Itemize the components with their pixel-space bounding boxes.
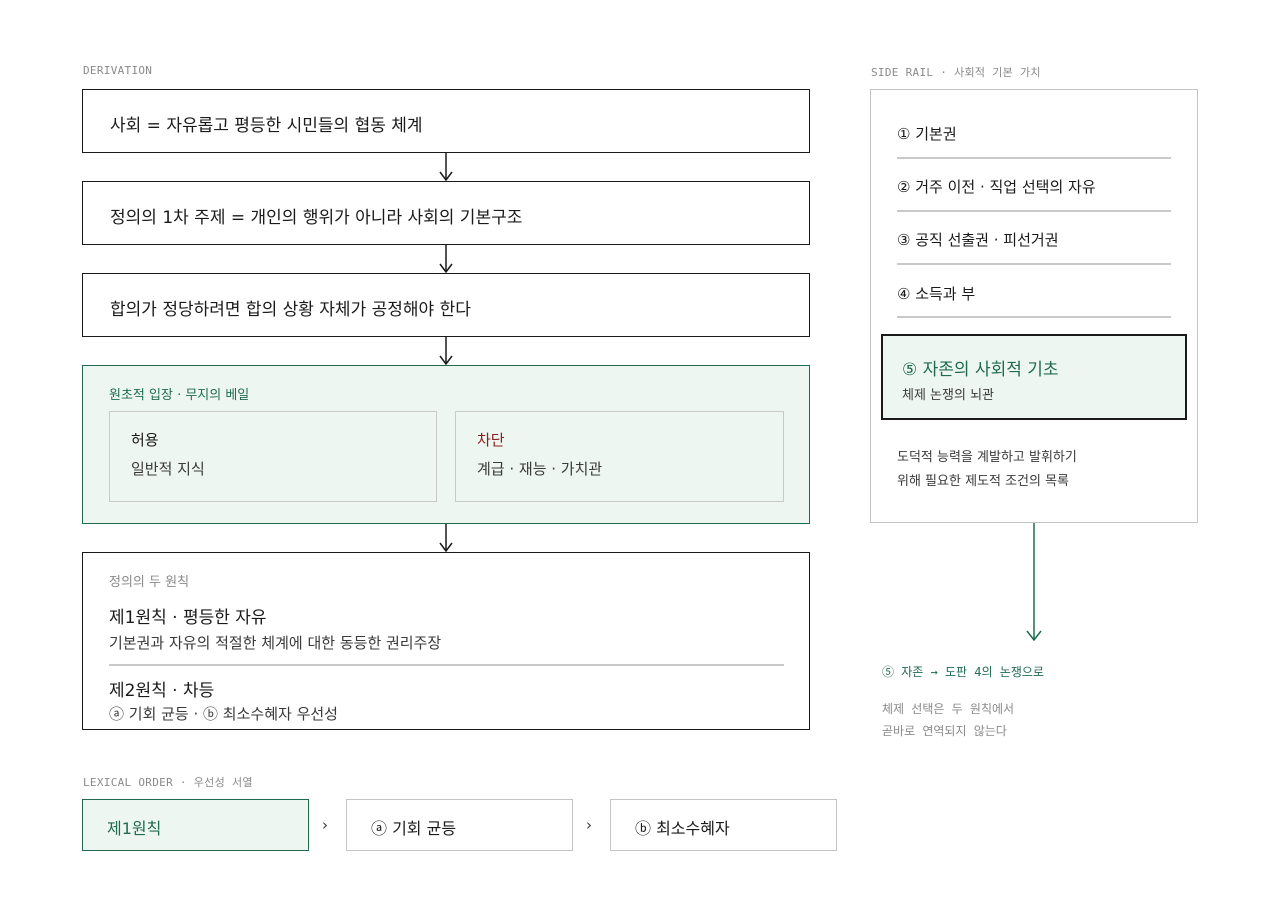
side-rail-note-line-1: 도덕적 능력을 계발하고 발휘하기 [897,450,1077,465]
lexical-item-least-advantaged: ⓑ 최소수혜자 [610,799,837,851]
lexical-item-equal-opportunity-label: ⓐ 기회 균등 [371,819,457,838]
derivation-step-1: 사회 = 자유롭고 평등한 시민들의 협동 체계 [82,89,810,153]
allowed-detail: 일반적 지식 [131,460,205,478]
original-position-panel: 원초적 입장 · 무지의 베일 허용 일반적 지식 차단 계급 · 재능 · 가… [82,365,810,524]
blocked-detail: 계급 · 재능 · 가치관 [477,460,603,478]
side-rail-note-line-2: 위해 필요한 제도적 조건의 목록 [897,474,1070,489]
principles-panel: 정의의 두 원칙 제1원칙 · 평등한 자유 기본권과 자유의 적절한 체계에 … [82,552,810,730]
lexical-separator-2: › [586,816,592,834]
lexical-item-equal-opportunity: ⓐ 기회 균등 [346,799,573,851]
lexical-separator-1: › [322,816,328,834]
side-rail-outcome: ⑤ 자존 → 도판 4의 논쟁으로 [882,665,1044,679]
side-rail-outcome-note-line-2: 곧바로 연역되지 않는다 [882,724,1007,738]
derivation-step-2: 정의의 1차 주제 = 개인의 행위가 아니라 사회의 기본구조 [82,181,810,245]
side-rail-kicker: SIDE RAIL · 사회적 기본 가치 [871,66,1041,79]
self-respect-highlight: ⑤ 자존의 사회적 기초 체제 논쟁의 뇌관 [881,334,1187,420]
blocked-title: 차단 [477,431,505,449]
derivation-kicker: DERIVATION [83,64,153,77]
primary-good-1: ① 기본권 [897,125,957,143]
primary-good-2: ② 거주 이전 · 직업 선택의 자유 [897,178,1096,196]
lexical-item-first-principle: 제1원칙 [82,799,309,851]
side-rail-divider [897,263,1171,265]
lexical-order-kicker: LEXICAL ORDER · 우선성 서열 [83,776,253,789]
principles-divider [109,664,784,666]
derivation-step-3-text: 합의가 정당하려면 합의 상황 자체가 공정해야 한다 [110,300,471,320]
derivation-step-2-text: 정의의 1차 주제 = 개인의 행위가 아니라 사회의 기본구조 [110,208,523,228]
blocked-box: 차단 계급 · 재능 · 가치관 [455,411,784,502]
side-rail-divider [897,210,1171,212]
primary-good-4: ④ 소득과 부 [897,285,976,303]
side-rail-outcome-note-line-1: 체제 선택은 두 원칙에서 [882,702,1015,716]
primary-good-3: ③ 공직 선출권 · 피선거권 [897,231,1059,249]
second-principle-title: 제2원칙 · 차등 [109,681,215,701]
side-rail-divider [897,157,1171,159]
allowed-title: 허용 [131,431,159,449]
derivation-step-1-text: 사회 = 자유롭고 평등한 시민들의 협동 체계 [110,116,423,136]
first-principle-detail: 기본권과 자유의 적절한 체계에 대한 동등한 권리주장 [109,634,442,652]
principles-kicker: 정의의 두 원칙 [109,575,190,590]
side-rail-panel: ① 기본권 ② 거주 이전 · 직업 선택의 자유 ③ 공직 선출권 · 피선거… [870,89,1198,523]
self-respect-detail: 체제 논쟁의 뇌관 [902,388,994,403]
self-respect-title: ⑤ 자존의 사회적 기초 [902,360,1059,380]
side-rail-divider [897,316,1171,318]
first-principle-title: 제1원칙 · 평등한 자유 [109,608,267,628]
derivation-step-3: 합의가 정당하려면 합의 상황 자체가 공정해야 한다 [82,273,810,337]
second-principle-detail: ⓐ 기회 균등 · ⓑ 최소수혜자 우선성 [109,705,338,723]
allowed-box: 허용 일반적 지식 [109,411,437,502]
lexical-item-first-principle-label: 제1원칙 [107,819,162,838]
lexical-item-least-advantaged-label: ⓑ 최소수혜자 [635,819,730,838]
original-position-kicker: 원초적 입장 · 무지의 베일 [109,388,250,403]
